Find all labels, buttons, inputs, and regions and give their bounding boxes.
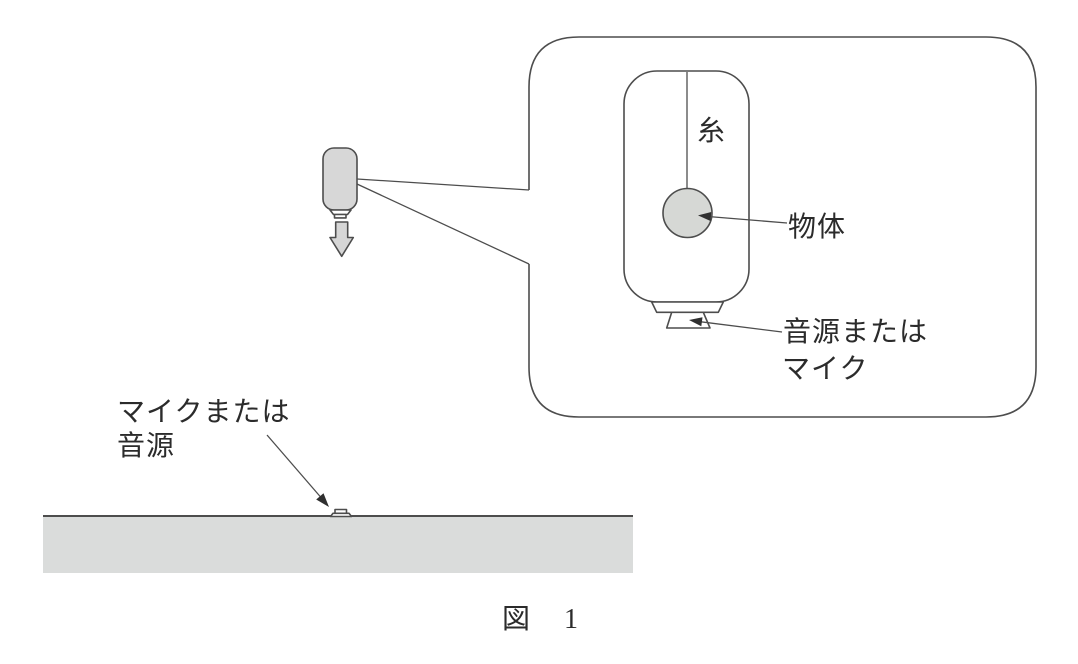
speaker-horn [665,311,711,329]
object-pointer-line [707,215,788,224]
ground [43,516,633,573]
object-pointer-arrowhead-icon [698,212,712,221]
falling-device-rim [333,213,347,219]
down-arrow-icon [329,221,355,258]
figure-caption: 図 1 [502,604,579,635]
falling-device-neck [329,209,352,216]
figure-caption-fig: 図 [502,604,531,635]
ground-device-pointer-line [266,434,322,498]
enclosure-device-label-line2: マイク [782,354,868,385]
ground-device-label-line2: 音源 [117,430,175,462]
enclosure-detail [623,70,750,329]
falling-device [322,147,358,219]
ground-device-label-line1: マイクまたは [117,397,290,428]
enclosure-device-pointer-line [700,321,783,333]
enclosure-device-arrowhead-icon [689,317,703,327]
object-circle [662,187,713,239]
fall-direction-arrow [329,221,355,258]
thread-label: 糸 [697,115,726,147]
ground-device-horn [329,512,353,518]
callout-bubble [528,36,1037,418]
enclosure-device-label-line1: 音源または [783,316,928,348]
ground-scene: マイクまたは 音源 [43,397,633,573]
ground-device-arrowhead-icon [316,493,329,507]
ground-device [329,508,353,518]
object-label: 物体 [788,211,846,243]
mount-bar [650,301,725,314]
enclosure-device-pointer [689,317,783,333]
zoom-callout [356,36,1037,418]
object-pointer [698,212,788,224]
figure-caption-num: 1 [564,604,579,635]
callout-line-upper [356,178,530,191]
callout-line-lower [356,183,530,265]
ground-device-pointer [266,434,329,507]
falling-device-body [322,147,358,211]
